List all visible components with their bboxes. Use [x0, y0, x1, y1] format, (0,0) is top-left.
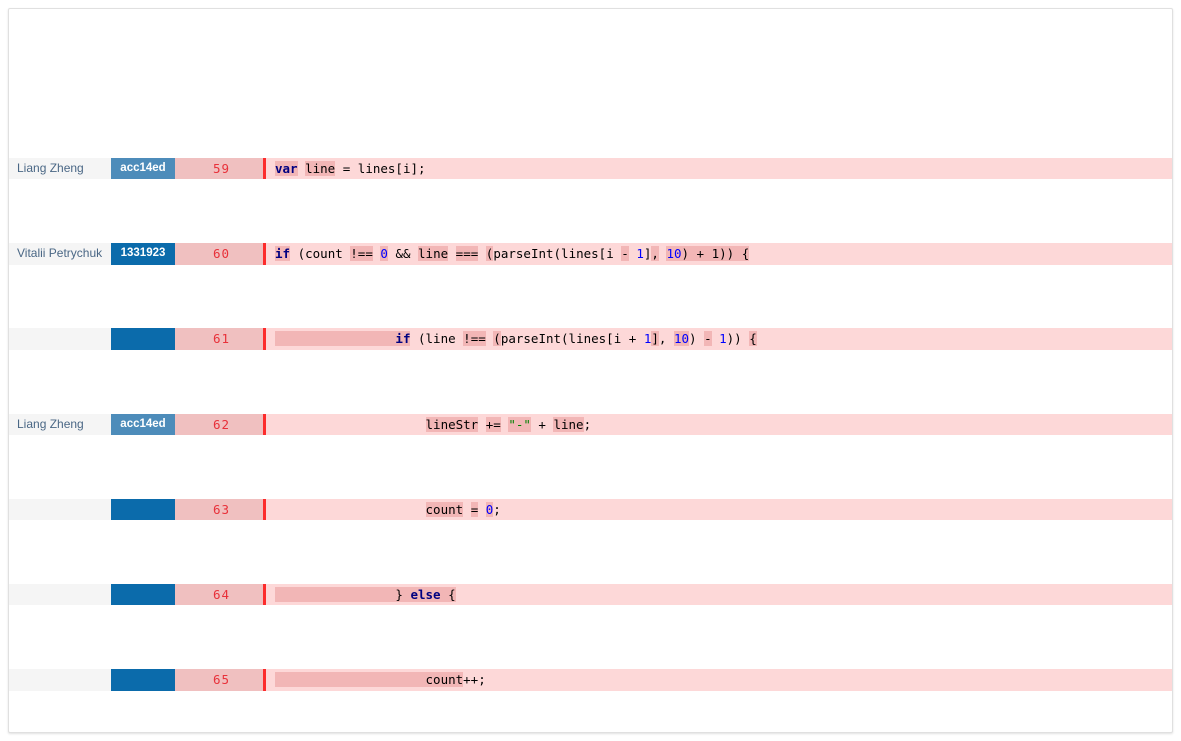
- diff-row[interactable]: 65 count++;: [9, 669, 1172, 691]
- line-number-old: 60: [175, 243, 263, 265]
- code-line[interactable]: } else {: [263, 584, 1172, 606]
- blame-commit-hash[interactable]: 1331923: [111, 243, 175, 265]
- blame-commit-hash[interactable]: [111, 669, 175, 691]
- diff-row[interactable]: 63 count = 0;: [9, 498, 1172, 521]
- line-number-old: 64: [175, 584, 263, 606]
- blame-commit-hash[interactable]: [111, 584, 175, 606]
- line-number-old: 62: [175, 413, 263, 435]
- diff-row[interactable]: Liang Zheng acc14ed 62 lineStr += "-" + …: [9, 413, 1172, 435]
- blame-commit-hash[interactable]: [111, 498, 175, 521]
- blame-author[interactable]: [9, 328, 111, 350]
- diff-row[interactable]: Vitalii Petrychuk 1331923 60 if (count !…: [9, 243, 1172, 265]
- diff-row[interactable]: 64 } else {: [9, 584, 1172, 606]
- blame-author[interactable]: [9, 498, 111, 521]
- code-line[interactable]: count++;: [263, 669, 1172, 691]
- blame-commit-hash[interactable]: acc14ed: [111, 413, 175, 435]
- blame-author[interactable]: Liang Zheng: [9, 158, 111, 180]
- code-line[interactable]: if (count !== 0 && line === (parseInt(li…: [263, 243, 1172, 265]
- blame-author[interactable]: [9, 669, 111, 691]
- blame-author[interactable]: Vitalii Petrychuk: [9, 243, 111, 265]
- blame-author[interactable]: [9, 584, 111, 606]
- line-number-old: 59: [175, 158, 263, 180]
- diff-row[interactable]: 61 if (line !== (parseInt(lines[i + 1], …: [9, 328, 1172, 350]
- blame-author[interactable]: Liang Zheng: [9, 413, 111, 435]
- diff-view-top: Liang Zheng acc14ed 59 var line = lines[…: [9, 9, 1172, 732]
- line-number-old: 61: [175, 328, 263, 350]
- diff-row[interactable]: Liang Zheng acc14ed 59 var line = lines[…: [9, 158, 1172, 180]
- deleted-lines-block: Liang Zheng acc14ed 59 var line = lines[…: [9, 94, 1172, 732]
- code-line[interactable]: lineStr += "-" + line;: [263, 413, 1172, 435]
- line-number-old: 63: [175, 498, 263, 521]
- code-line[interactable]: var line = lines[i];: [263, 158, 1172, 180]
- blame-commit-hash[interactable]: acc14ed: [111, 158, 175, 180]
- code-line[interactable]: count = 0;: [263, 498, 1172, 521]
- code-line[interactable]: if (line !== (parseInt(lines[i + 1], 10)…: [263, 328, 1172, 350]
- line-number-old: 65: [175, 669, 263, 691]
- blame-commit-hash[interactable]: [111, 328, 175, 350]
- diff-page: Liang Zheng acc14ed 59 var line = lines[…: [8, 8, 1173, 733]
